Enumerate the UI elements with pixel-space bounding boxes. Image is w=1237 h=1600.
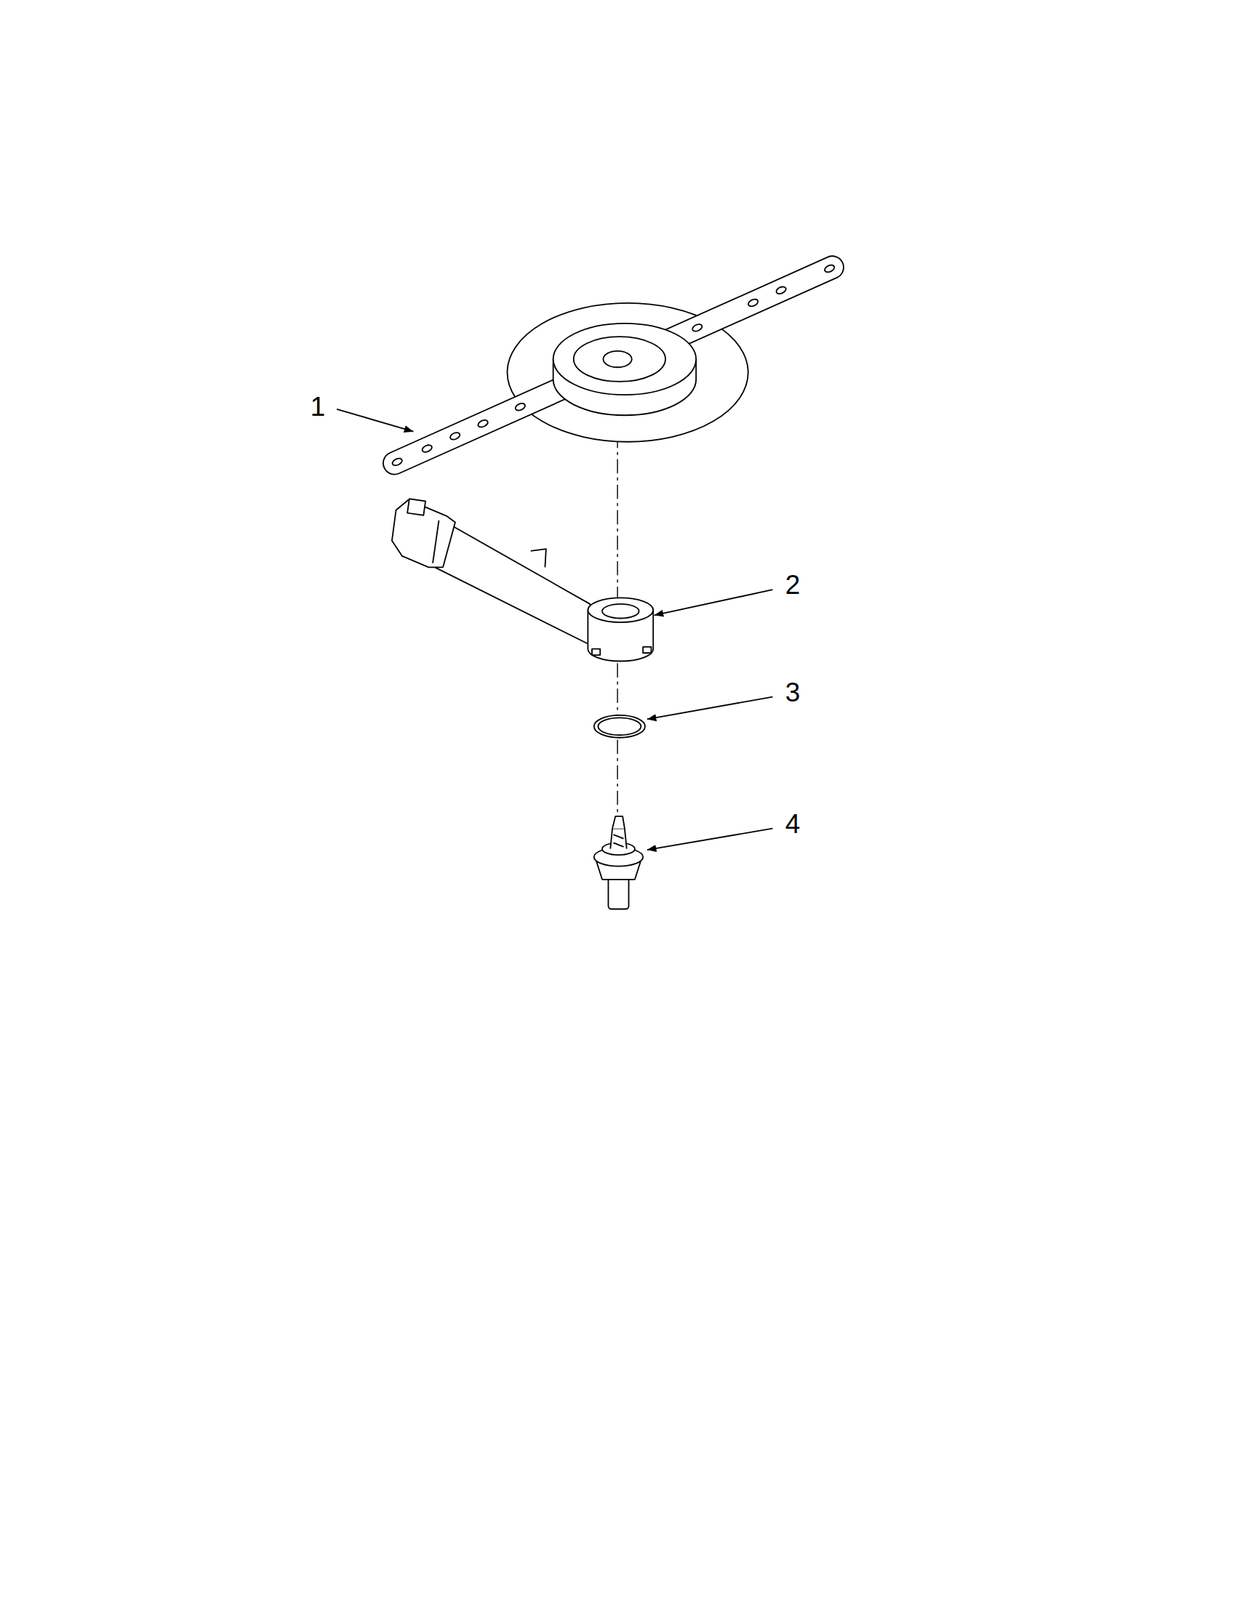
callout-number: 4 [783,810,803,838]
leader-lines [336,409,773,851]
spray-manifold [391,498,654,662]
spindle [594,816,643,910]
callout-number: 3 [783,679,803,707]
callout-number: 2 [783,571,803,599]
callout-number: 1 [309,393,328,421]
spray-arm [379,252,848,478]
o-ring [594,715,646,739]
